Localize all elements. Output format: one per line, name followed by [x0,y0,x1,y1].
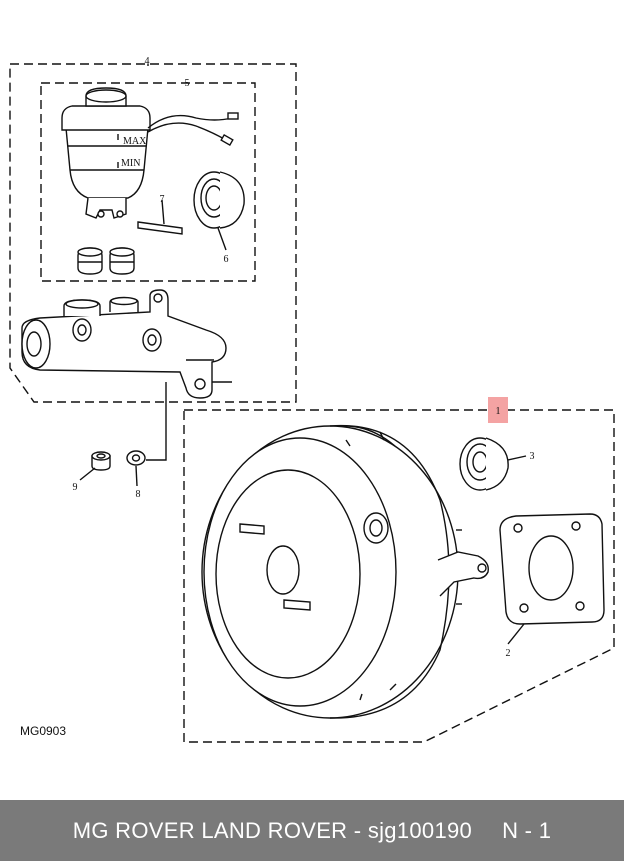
nut-9 [79,451,111,481]
exploded-parts-diagram: 4 5 MAX MIN 7 [9,56,615,743]
fixing-leader [146,381,232,461]
quantity-text: N - 1 [502,817,552,843]
group-5-outline [40,82,256,282]
callout-4: 4 [145,56,150,67]
callout-6: 6 [224,254,229,265]
brake-servo [201,424,489,719]
callout-1: 1 [496,406,501,417]
reservoir-seals [77,247,135,275]
reservoir-min-label: MIN [121,158,140,169]
group-1-outline [183,409,615,743]
part-info-bar: MG ROVER LAND ROVER - sjg100190 N - 1 [0,800,624,861]
seal-6 [193,171,245,251]
callout-2: 2 [506,648,511,659]
reservoir-max-label: MAX [123,136,147,147]
level-sensor-wire [147,112,239,147]
callout-1-highlight [488,397,508,423]
washer-8 [126,450,146,487]
reservoir [61,87,151,219]
master-cylinder [21,289,227,399]
pin-7 [137,199,183,235]
diagram-reference-code: MG0903 [20,724,66,738]
callout-3: 3 [530,451,535,462]
seal-3 [459,437,527,491]
callout-9: 9 [73,482,78,493]
callout-5: 5 [185,78,190,89]
callout-7: 7 [160,194,165,205]
group-4-outline [9,63,297,403]
gasket-2 [499,513,605,645]
callout-8: 8 [136,489,141,500]
part-number-text: MG ROVER LAND ROVER - sjg100190 [72,817,473,843]
